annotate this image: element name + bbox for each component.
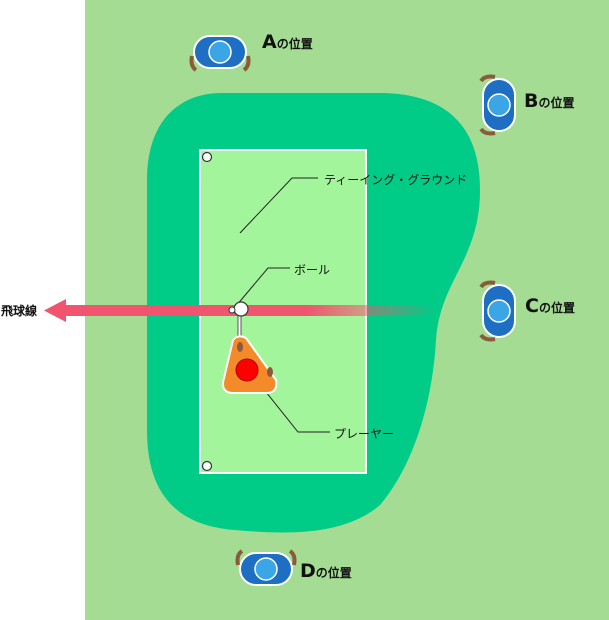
position-c-label: Cの位置 (525, 295, 575, 317)
tee-marker-icon (201, 460, 213, 472)
tee-marker-icon (201, 151, 213, 163)
ball-callout-line (235, 267, 290, 307)
ball-label: ボール (294, 263, 331, 277)
flight-line-label: 飛球線 (1, 304, 38, 318)
spectator-icon (479, 280, 516, 342)
spectator-icon (189, 35, 251, 72)
teeing-ground-label: ティーイング・グラウンド (324, 173, 468, 187)
teeing-ground-callout-line (239, 177, 318, 234)
spectator-icon (235, 549, 297, 586)
position-b-label: Bの位置 (524, 90, 575, 112)
ball-icon (228, 306, 236, 314)
ball-icon (233, 301, 249, 317)
position-a-label: Aの位置 (262, 31, 313, 53)
player-label: プレーヤー (334, 427, 395, 441)
flight-arrow-icon (44, 299, 436, 322)
position-d-label: Dの位置 (300, 560, 352, 582)
spectator-icon (479, 74, 516, 136)
player-icon (222, 311, 278, 394)
